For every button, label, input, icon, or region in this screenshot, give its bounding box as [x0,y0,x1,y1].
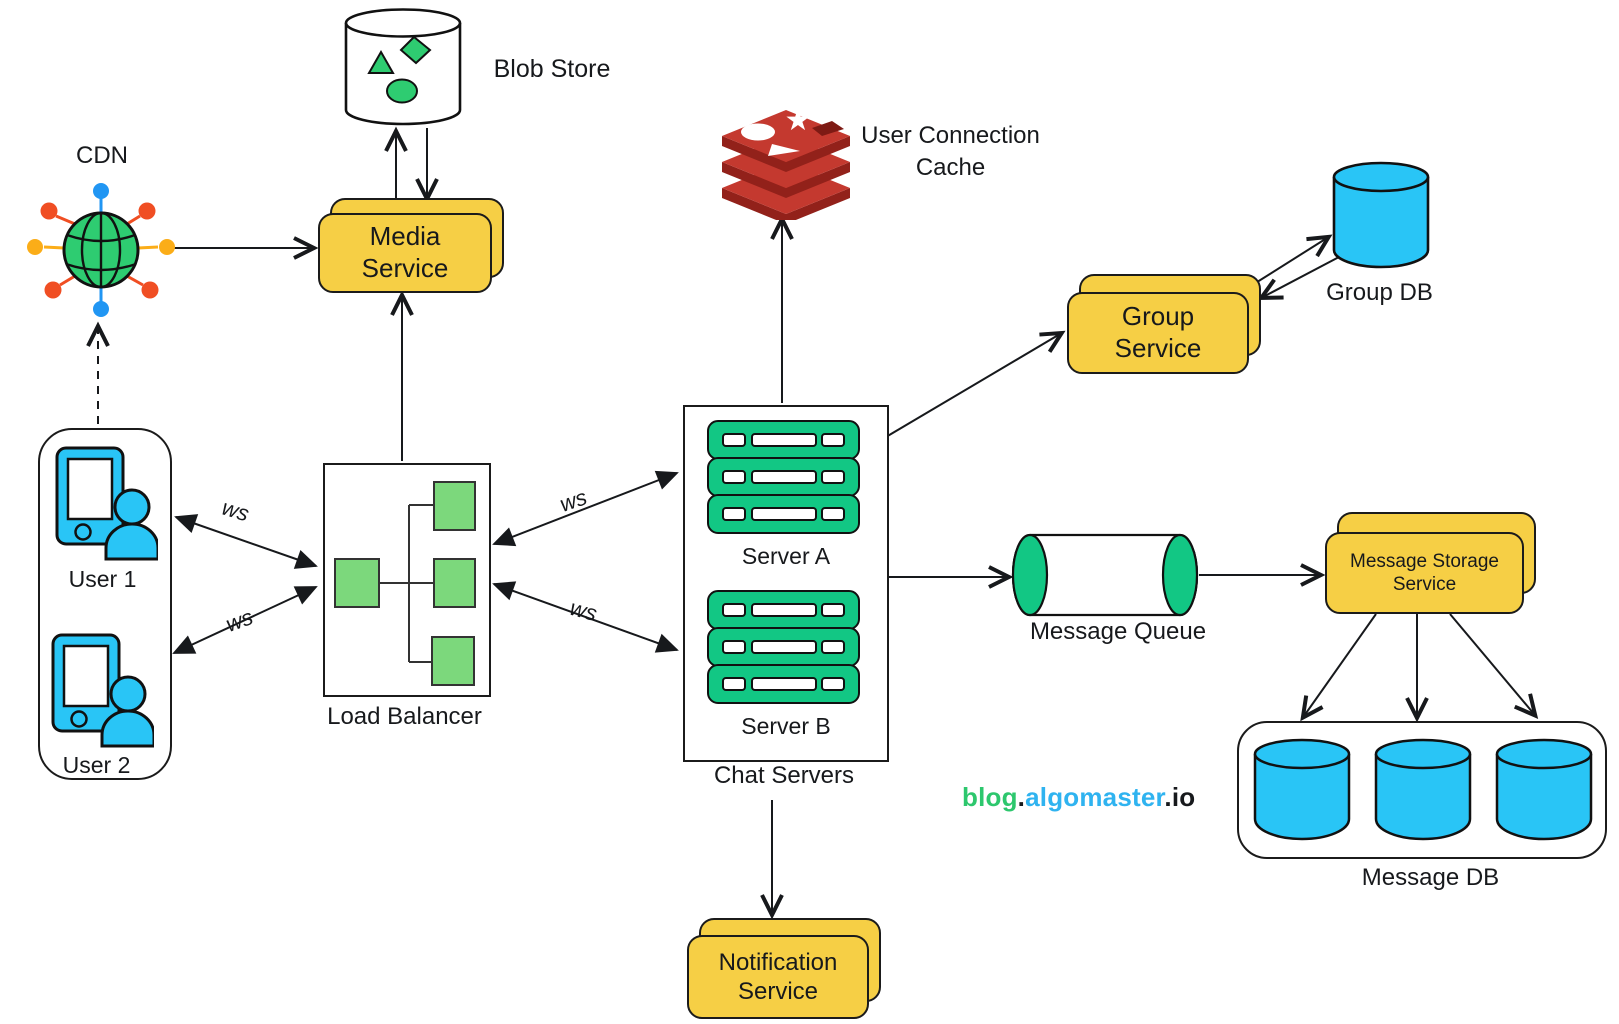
media-service-front: Media Service [318,213,492,293]
server-unit [707,590,860,630]
user2-label: User 2 [62,752,131,778]
notification-service-label: Notification Service [718,948,838,1005]
arrow-ws-lb-serverA [492,470,679,547]
server-slot [722,603,746,617]
message-storage-front: Message Storage Service [1325,532,1524,614]
server-slot [750,677,817,691]
arrow-group-db-to-service [1257,256,1340,301]
server-unit [707,664,860,704]
watermark-dot: . [1017,782,1026,812]
server-slot [750,470,817,484]
arrow-storage-to-mdb-right [1449,613,1539,719]
media-service-label: Media Service [361,221,449,283]
load-balancer-label: Load Balancer [327,703,482,730]
group-db-label: Group DB [1326,279,1433,306]
arrow-ws-user2-lb [172,586,318,654]
redis-cache-icon: ★ [722,103,850,220]
notification-service-front: Notification Service [687,935,869,1019]
cdn-globe-icon [27,183,175,317]
group-db-icon [1332,161,1430,269]
cdn-label: CDN [76,142,128,169]
server-slot [722,433,746,447]
load-balancer [323,463,491,697]
server-slot [750,507,817,521]
server-a-icon [707,420,860,534]
chat-servers-label: Chat Servers [713,762,855,789]
blob-store-icon [344,8,462,126]
server-unit [707,627,860,667]
watermark-io: .io [1164,782,1196,812]
user-connection-cache-label: User Connection Cache [861,122,1040,182]
server-slot [821,507,845,521]
svg-text:★: ★ [785,103,812,138]
notification-service: Notification Service [687,918,881,1020]
arrow-ws-user1-lb [174,514,318,569]
watermark-algomaster: algomaster [1025,782,1165,812]
server-slot [722,470,746,484]
server-unit [707,420,860,460]
server-slot [750,640,817,654]
server-slot [821,470,845,484]
server-a-label: Server A [741,543,831,569]
message-queue-icon [1011,533,1199,617]
message-queue-label: Message Queue [1029,618,1207,645]
server-slot [750,433,817,447]
arrow-storage-to-mdb-left [1300,613,1377,722]
arrow-chat-to-group-service [885,330,1066,438]
message-db-label: Message DB [1361,864,1500,891]
watermark: blog.algomaster.io [962,782,1195,813]
server-slot [821,433,845,447]
server-unit [707,457,860,497]
message-storage-service: Message Storage Service [1325,512,1536,614]
message-storage-label: Message Storage Service [1350,550,1499,595]
group-service-front: Group Service [1067,292,1249,374]
user1-label: User 1 [68,566,137,592]
server-slot [821,640,845,654]
arrow-ws-lb-serverB [492,581,679,653]
message-db-cylinder-2 [1374,738,1472,841]
server-b-label: Server B [741,713,831,739]
group-service-label: Group Service [1114,301,1202,363]
blob-store-label: Blob Store [493,55,611,83]
server-slot [722,677,746,691]
chat-servers-group: Server A Server B [683,405,889,762]
watermark-blog: blog [962,782,1018,812]
load-balancer-internals [334,481,476,686]
server-unit [707,494,860,534]
user2-device-icon [51,633,154,748]
user1-device-icon [55,446,158,561]
media-service: Media Service [318,198,504,293]
users-group: User 1 User 2 [38,428,172,780]
server-slot [821,677,845,691]
server-slot [722,507,746,521]
server-slot [750,603,817,617]
message-db-cylinder-3 [1495,738,1593,841]
server-b-icon [707,590,860,704]
server-slot [821,603,845,617]
message-db-group [1237,721,1607,859]
message-db-cylinder-1 [1253,738,1351,841]
group-service: Group Service [1067,274,1261,374]
server-slot [722,640,746,654]
